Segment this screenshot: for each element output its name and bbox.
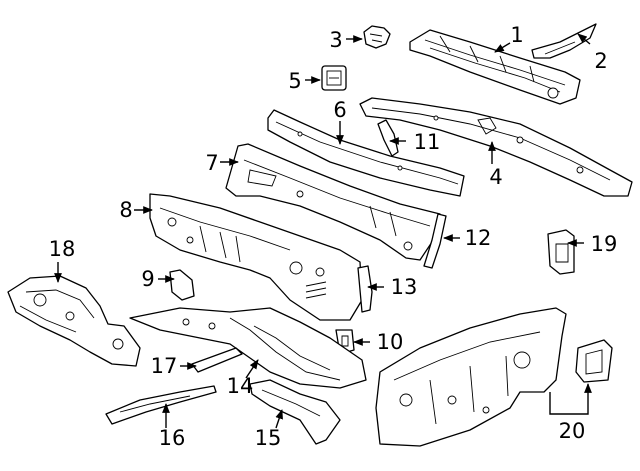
part-6-upper-dash-panel bbox=[267, 109, 465, 197]
part-12-brace bbox=[423, 213, 447, 269]
part-19-bracket bbox=[547, 229, 575, 275]
leader-20 bbox=[549, 383, 592, 415]
part-9-bracket bbox=[169, 269, 195, 301]
part-1-cowl-vent-panel bbox=[409, 29, 581, 105]
part-11-bracket bbox=[377, 119, 399, 157]
part-8-dash-panel bbox=[149, 193, 363, 321]
part-4-plenum-panel bbox=[359, 97, 633, 197]
callout-4: 4 bbox=[489, 165, 502, 189]
part-20-dash-lower-assembly bbox=[375, 307, 567, 447]
part-18-wheelhouse-panel bbox=[7, 275, 141, 367]
callout-18: 18 bbox=[49, 237, 76, 261]
part-16-rocker-reinforcement bbox=[105, 385, 217, 425]
callout-13: 13 bbox=[391, 275, 418, 299]
part-3-clip bbox=[363, 25, 391, 49]
part-20-pad bbox=[575, 339, 613, 383]
leader-14 bbox=[245, 359, 259, 379]
leader-lines bbox=[54, 33, 592, 429]
part-14-floor-pan bbox=[129, 307, 367, 389]
part-17-cross-rail bbox=[191, 347, 243, 373]
callout-3: 3 bbox=[329, 28, 342, 52]
leader-1 bbox=[494, 42, 511, 53]
part-5-grommet bbox=[321, 65, 347, 91]
part-2-cowl-bracket bbox=[531, 23, 597, 59]
callout-8: 8 bbox=[119, 198, 132, 222]
part-7-dash-panel-upper bbox=[225, 143, 441, 261]
callout-20: 20 bbox=[559, 419, 586, 443]
callout-16: 16 bbox=[159, 426, 186, 450]
leader-2 bbox=[577, 33, 591, 45]
callout-labels: 1 2 3 4 5 6 7 8 9 10 11 12 13 14 15 16 1… bbox=[49, 23, 618, 450]
callout-11: 11 bbox=[414, 130, 441, 154]
callout-12: 12 bbox=[465, 226, 492, 250]
part-13-bracket bbox=[357, 265, 373, 313]
callout-14: 14 bbox=[227, 374, 254, 398]
callout-19: 19 bbox=[591, 232, 618, 256]
callout-15: 15 bbox=[255, 426, 282, 450]
callout-6: 6 bbox=[333, 98, 346, 122]
callout-10: 10 bbox=[377, 330, 404, 354]
callout-5: 5 bbox=[288, 69, 301, 93]
callout-17: 17 bbox=[151, 354, 178, 378]
callout-2: 2 bbox=[594, 49, 607, 73]
leader-15 bbox=[275, 409, 283, 429]
callout-9: 9 bbox=[141, 267, 154, 291]
callout-1: 1 bbox=[510, 23, 523, 47]
callout-7: 7 bbox=[205, 151, 218, 175]
part-15-floor-rail bbox=[249, 379, 341, 445]
